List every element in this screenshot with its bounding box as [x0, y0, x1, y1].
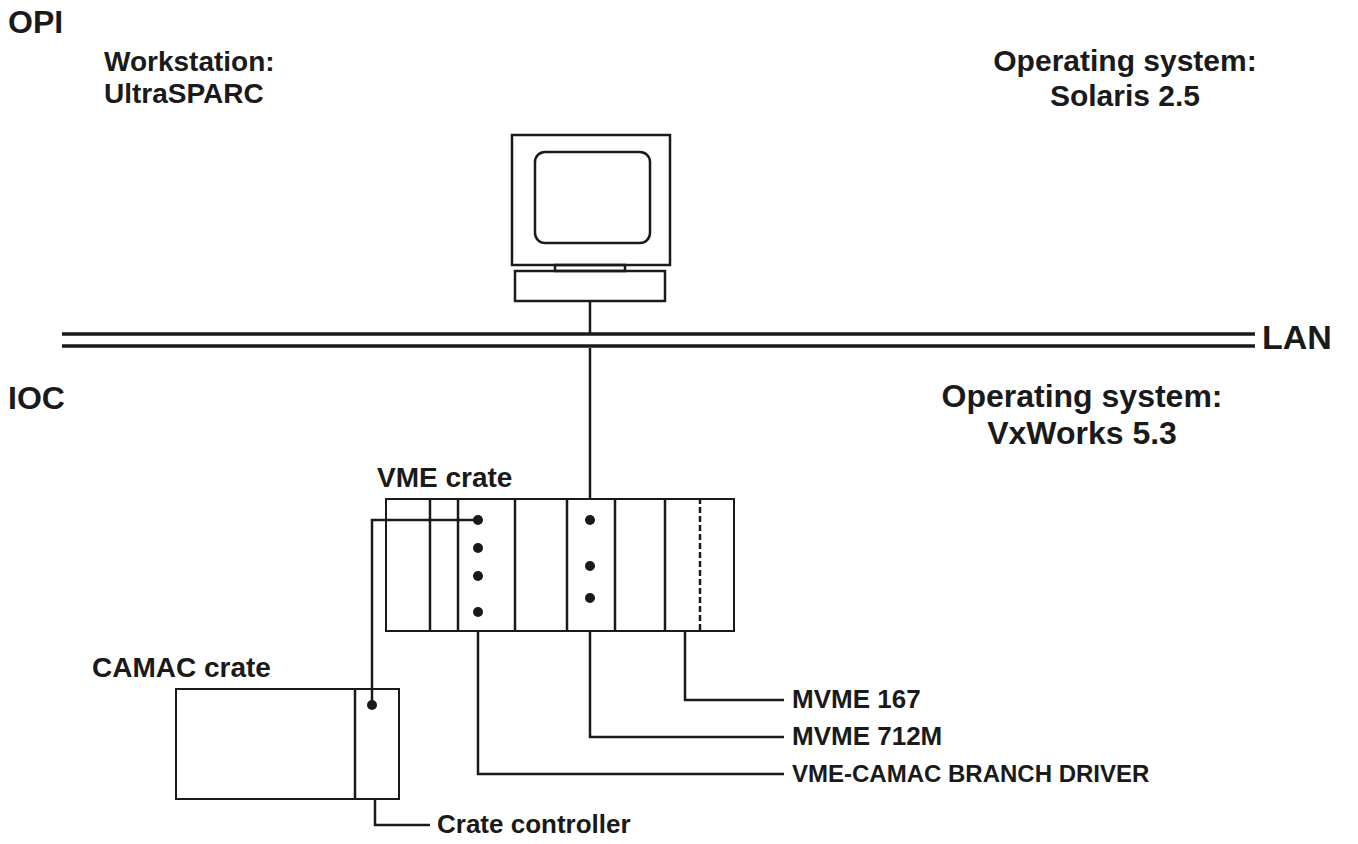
led-dot: [473, 515, 483, 525]
branch-cable: [372, 520, 385, 688]
section-title: IOC: [8, 380, 65, 417]
module-label: MVME 712M: [792, 722, 942, 752]
crate-label: VME crate: [377, 463, 512, 494]
module-label: MVME 167: [792, 685, 921, 715]
led-dot: [473, 571, 483, 581]
lan-line: [62, 344, 1255, 348]
camac-crate: CAMAC crate: [175, 688, 400, 800]
led-dot: [473, 607, 483, 617]
vme-crate: VME crate: [385, 498, 735, 632]
slot-line: [614, 498, 617, 632]
crate-label: CAMAC crate: [92, 653, 271, 684]
module-label: Crate controller: [437, 810, 631, 840]
lan-drop: [589, 348, 592, 498]
led-dot: [473, 543, 483, 553]
monitor: [512, 135, 670, 265]
led-dot: [367, 700, 377, 710]
screen: [535, 152, 650, 243]
led-dot: [585, 561, 595, 571]
branch-cable: [386, 519, 478, 522]
lan-line: [62, 332, 1255, 336]
lan-drop: [589, 301, 592, 333]
leader-line: [590, 632, 784, 737]
slot-line: [354, 688, 357, 800]
workstation-label: Workstation: UltraSPARC: [104, 46, 304, 110]
section-title: OPI: [8, 4, 63, 41]
leader-line: [375, 800, 430, 825]
leader-line: [685, 632, 784, 700]
slot-line: [699, 498, 702, 632]
leader-line: [478, 632, 784, 774]
slot-line: [514, 498, 517, 632]
slot-line: [566, 498, 569, 632]
slot-line: [664, 498, 667, 632]
slot-line: [429, 498, 432, 632]
os-label: Operating system: VxWorks 5.3: [912, 378, 1252, 452]
led-dot: [585, 515, 595, 525]
os-label: Operating system: Solaris 2.5: [960, 44, 1290, 113]
led-dot: [585, 593, 595, 603]
computer-base: [515, 271, 665, 301]
network-label: LAN: [1262, 318, 1332, 357]
module-label: VME-CAMAC BRANCH DRIVER: [792, 760, 1149, 788]
slot-line: [457, 498, 460, 632]
